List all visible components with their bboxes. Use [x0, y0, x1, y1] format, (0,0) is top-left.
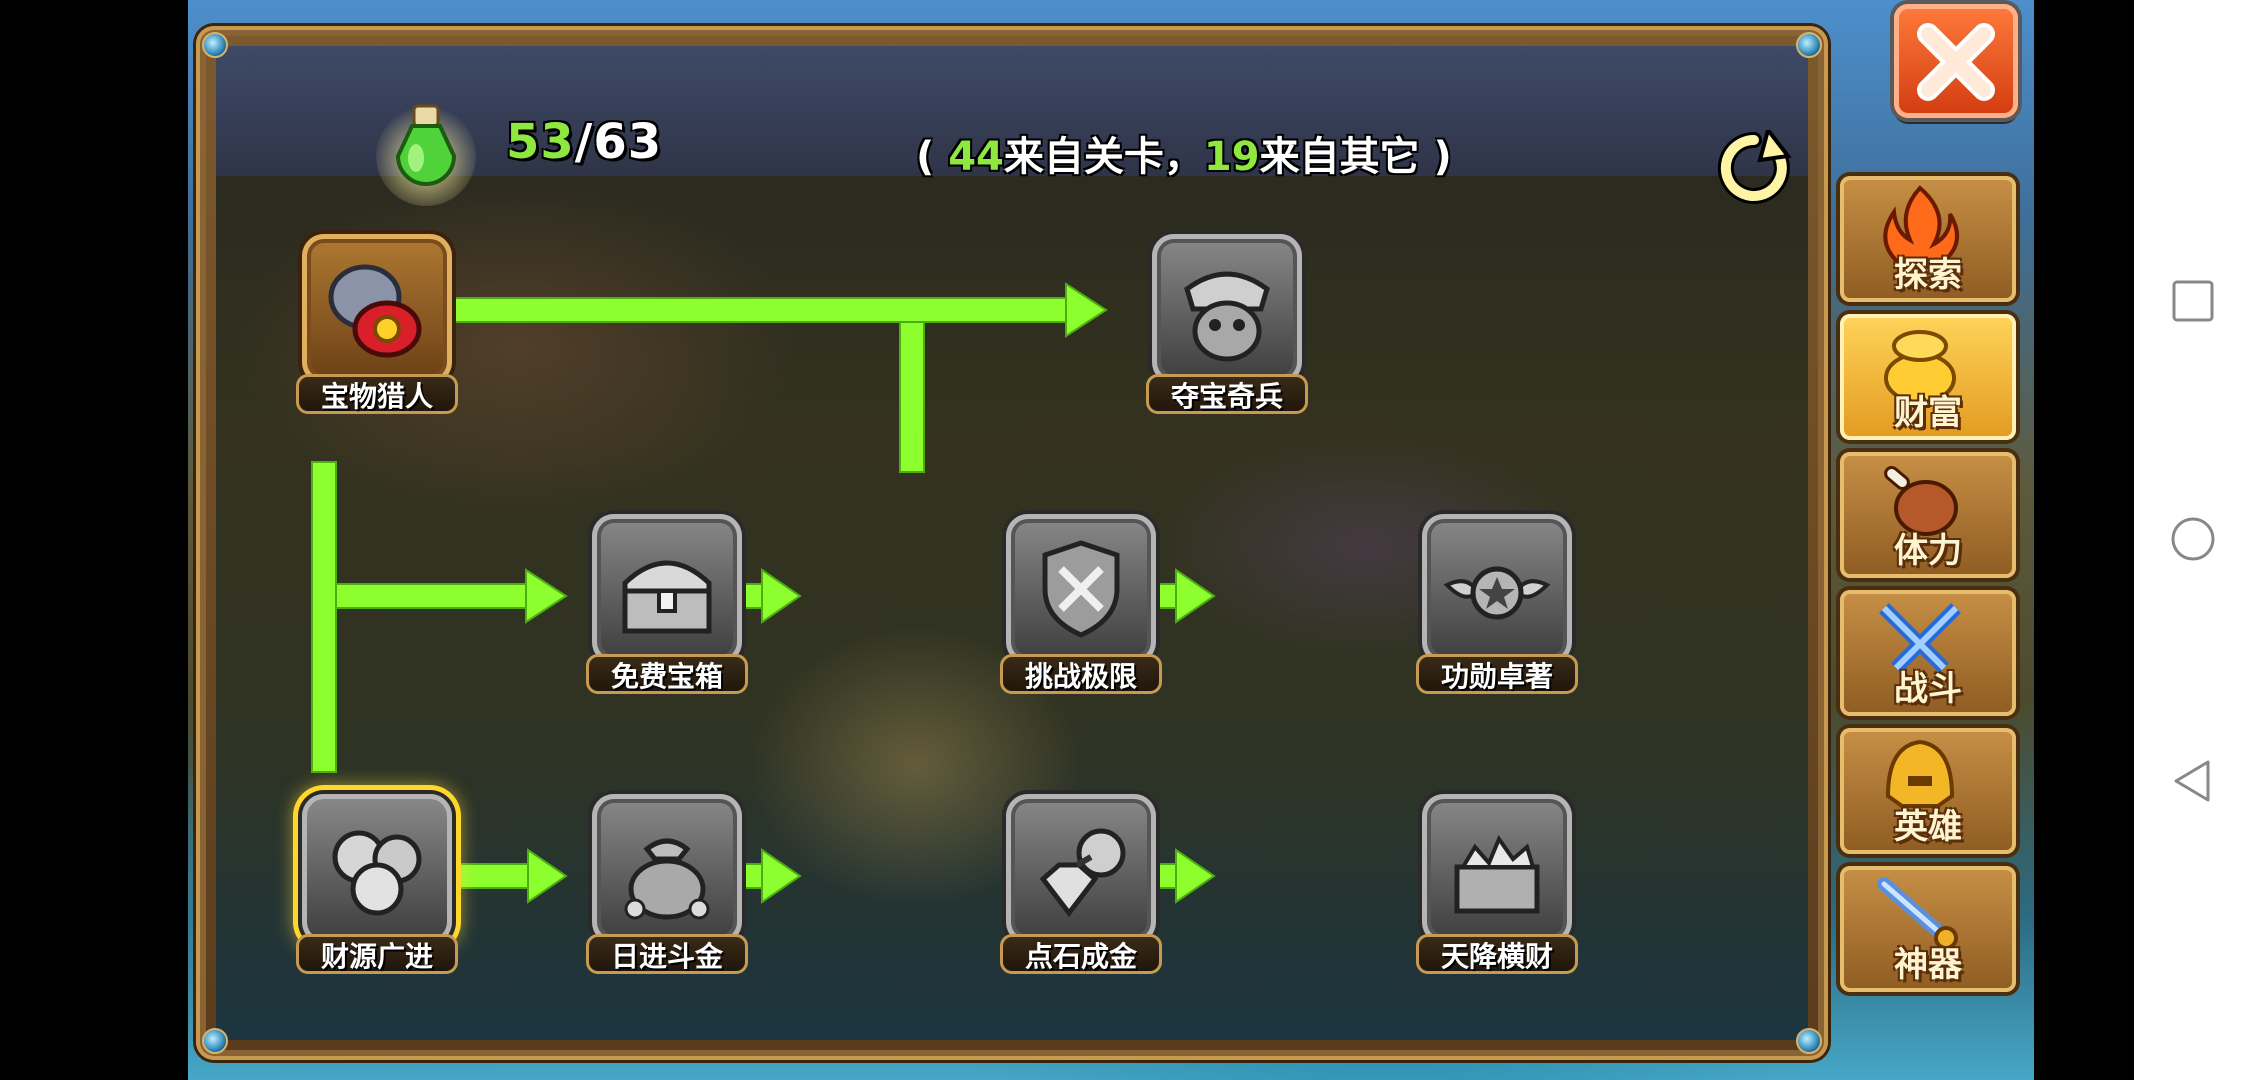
close-icon — [1917, 23, 1995, 101]
stamina-separator: / — [574, 114, 594, 170]
corner-gem — [1796, 32, 1822, 58]
flame-icon — [1883, 185, 1960, 266]
close-button[interactable] — [1894, 4, 2018, 118]
game-viewport: 53/63 ( 44来自关卡，19来自其它 ) — [188, 0, 2034, 1080]
skill-distinguished-merit[interactable]: 功勋卓著 — [1416, 514, 1578, 699]
source-level-text: 来自关卡， — [1003, 134, 1204, 180]
header-strip — [216, 46, 1808, 176]
skill-label: 日进斗金 — [586, 934, 748, 974]
refresh-button[interactable] — [1716, 130, 1792, 206]
tab-stamina[interactable]: 体力 — [1840, 452, 2016, 578]
skill-label: 财源广进 — [296, 934, 458, 974]
stamina-source-info: ( 44来自关卡，19来自其它 ) — [916, 124, 1716, 182]
diamond-coin-icon — [1039, 828, 1126, 918]
skill-label: 点石成金 — [1000, 934, 1162, 974]
helmet-icon — [1885, 739, 1955, 808]
magic-sword-icon — [1877, 877, 1958, 950]
shield-swords-icon — [1042, 540, 1120, 638]
tab-label: 英雄 — [1894, 807, 1962, 847]
skill-free-chest[interactable]: 免费宝箱 — [586, 514, 748, 699]
gold-bag-icon — [1884, 330, 1956, 404]
winged-medal-icon — [1443, 566, 1551, 620]
tab-label: 财富 — [1894, 393, 1962, 433]
money-bag-icon — [624, 838, 710, 920]
talent-panel: 53/63 ( 44来自关卡，19来自其它 ) — [196, 26, 1828, 1060]
skill-label: 功勋卓著 — [1416, 654, 1578, 694]
stamina-max: 63 — [593, 114, 663, 170]
skill-challenge-limit[interactable]: 挑战极限 — [1000, 514, 1162, 699]
tab-battle[interactable]: 战斗 — [1840, 590, 2016, 716]
tab-label: 战斗 — [1894, 669, 1962, 709]
back-button[interactable] — [2170, 758, 2216, 804]
skill-treasure-raider[interactable]: 夺宝奇兵 — [1146, 234, 1308, 419]
skill-wealth-incoming[interactable]: 财源广进 — [296, 794, 458, 979]
stamina-potion-icon — [376, 104, 476, 206]
ring-gauntlet-icon — [328, 264, 422, 358]
skill-label: 天降横财 — [1416, 934, 1578, 974]
treasure-pile-icon — [1454, 834, 1540, 914]
skill-treasure-hunter[interactable]: 宝物猎人 — [296, 234, 458, 419]
stamina-counter: 53/63 — [506, 114, 662, 170]
skill-daily-gold[interactable]: 日进斗金 — [586, 794, 748, 979]
system-navigation-bar — [2134, 0, 2250, 1080]
source-close-paren: ) — [1419, 134, 1452, 180]
corner-gem — [202, 1028, 228, 1054]
source-other-count: 19 — [1203, 134, 1260, 180]
skill-label: 挑战极限 — [1000, 654, 1162, 694]
skill-tree-connectors — [311, 282, 1216, 904]
skill-stone-to-gold[interactable]: 点石成金 — [1000, 794, 1162, 979]
skill-label: 夺宝奇兵 — [1146, 374, 1308, 414]
source-open-paren: ( — [916, 134, 949, 180]
tab-explore[interactable]: 探索 — [1840, 176, 2016, 302]
treasure-chest-icon — [622, 560, 712, 634]
skill-label: 免费宝箱 — [586, 654, 748, 694]
tab-label: 体力 — [1894, 531, 1962, 571]
tab-artifacts[interactable]: 神器 — [1840, 866, 2016, 992]
tab-label: 神器 — [1894, 945, 1962, 985]
tab-heroes[interactable]: 英雄 — [1840, 728, 2016, 854]
home-button[interactable] — [2170, 516, 2216, 562]
swords-icon — [1879, 603, 1961, 673]
source-other-text: 来自其它 — [1259, 134, 1420, 180]
recent-apps-button[interactable] — [2170, 278, 2216, 324]
silver-coins-icon — [332, 830, 422, 916]
talent-panel-content: 53/63 ( 44来自关卡，19来自其它 ) — [216, 46, 1808, 1040]
tab-wealth[interactable]: 财富 — [1840, 314, 2016, 440]
meat-icon — [1884, 466, 1958, 536]
corner-gem — [1796, 1028, 1822, 1054]
pirate-captain-icon — [1184, 271, 1270, 362]
skill-windfall[interactable]: 天降横财 — [1416, 794, 1578, 979]
tab-label: 探索 — [1894, 255, 1962, 295]
stamina-current: 53 — [506, 114, 575, 170]
skill-label: 宝物猎人 — [296, 374, 458, 414]
source-level-count: 44 — [948, 134, 1004, 180]
corner-gem — [202, 32, 228, 58]
